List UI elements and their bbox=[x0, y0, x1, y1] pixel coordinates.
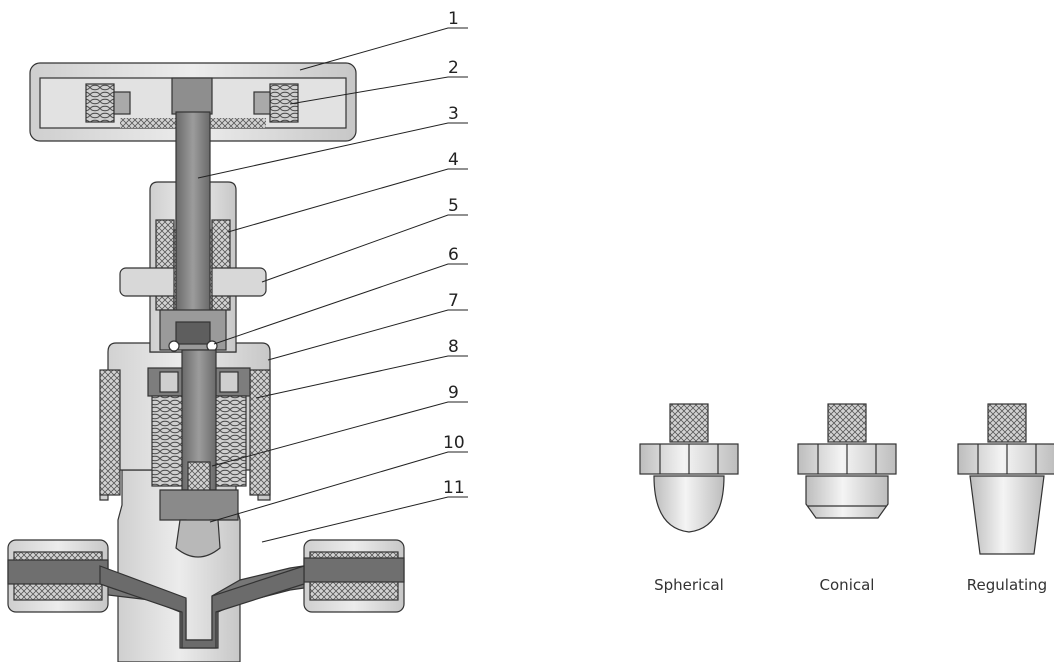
callout-11: 11 bbox=[443, 478, 465, 498]
callout-8: 8 bbox=[448, 337, 459, 357]
callout-leaders bbox=[197, 27, 468, 543]
tip-spherical: Spherical bbox=[639, 403, 739, 594]
ball-bearing-left bbox=[168, 340, 180, 352]
callout-2: 2 bbox=[448, 58, 459, 78]
tip-regulating-label: Regulating bbox=[967, 576, 1047, 594]
tip-conical: Conical bbox=[797, 403, 897, 594]
callout-7: 7 bbox=[448, 291, 459, 311]
callout-5: 5 bbox=[448, 196, 459, 216]
tip-regulating: Regulating bbox=[957, 403, 1054, 594]
tip-variants: Spherical Conical Regulating bbox=[639, 403, 1054, 594]
callout-9: 9 bbox=[448, 383, 459, 403]
tip-conical-label: Conical bbox=[820, 576, 875, 594]
callout-4: 4 bbox=[448, 150, 459, 170]
callout-numbers: 1 2 3 4 5 6 7 8 9 10 11 bbox=[443, 9, 465, 498]
callout-1: 1 bbox=[448, 9, 459, 29]
stem bbox=[175, 111, 211, 323]
valve-section bbox=[7, 62, 405, 663]
callout-10: 10 bbox=[443, 433, 465, 453]
tip-spherical-label: Spherical bbox=[654, 576, 724, 594]
callout-6: 6 bbox=[448, 245, 459, 265]
callout-3: 3 bbox=[448, 104, 459, 124]
